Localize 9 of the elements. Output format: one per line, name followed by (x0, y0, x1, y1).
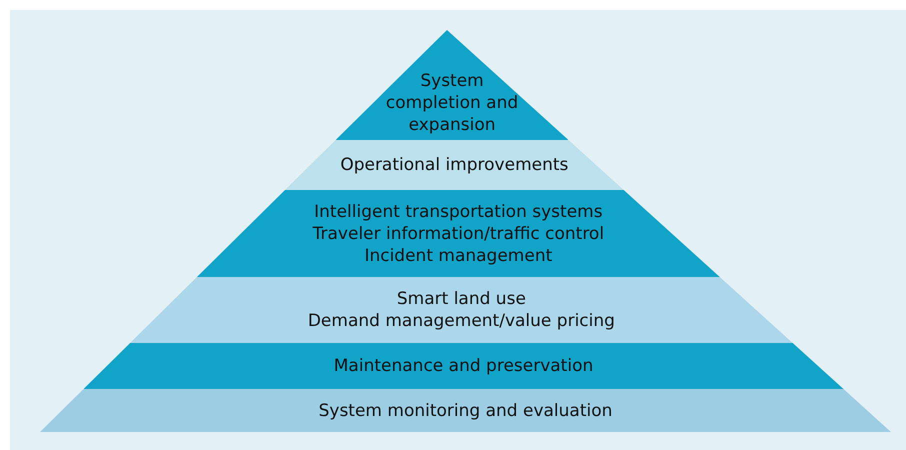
layer-text: Maintenance and preservation (334, 355, 594, 377)
layer-text: Intelligent transportation systems (314, 200, 603, 222)
layer-text: System monitoring and evaluation (318, 400, 612, 422)
layer-text: Traveler information/traffic control (312, 222, 604, 244)
layer-text: Incident management (364, 244, 552, 266)
layer-text: Operational improvements (340, 154, 568, 176)
layer-text: Smart land use (396, 288, 526, 310)
layer-text: Demand management/value pricing (308, 310, 615, 332)
layer-text: System completion and expansion (384, 70, 520, 136)
